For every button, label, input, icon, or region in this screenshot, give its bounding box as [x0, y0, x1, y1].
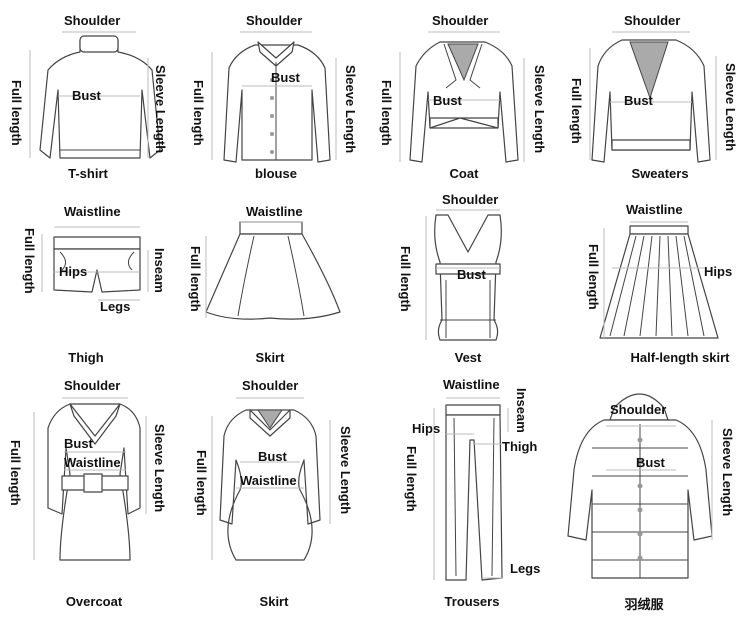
- sweaters-sleeve-length-label: Sleeve Length: [723, 63, 738, 152]
- overcoat-full-length-label: Full length: [8, 440, 23, 506]
- thigh-inseam-label: Inseam: [152, 248, 167, 293]
- halfskirt-drawing: [599, 225, 719, 339]
- tshirt-shoulder-label: Shoulder: [64, 13, 121, 28]
- down-sleeve-length-label: Sleeve Length: [720, 428, 735, 517]
- coat-sleeve-length-label: Sleeve Length: [532, 65, 547, 154]
- trousers-hips-label: Hips: [412, 421, 441, 436]
- trousers-name: Trousers: [444, 594, 500, 609]
- skirt1-waistline-label: Waistline: [246, 204, 303, 219]
- vest-full-length-label: Full length: [398, 246, 413, 312]
- thigh-name: Thigh: [68, 350, 104, 365]
- sweaters-full-length-label: Full length: [569, 78, 584, 144]
- coat-name: Coat: [449, 166, 479, 181]
- thigh-full-length-label: Full length: [22, 228, 37, 294]
- coat-bust-label: Bust: [433, 93, 462, 108]
- skirt1-name: Skirt: [255, 350, 285, 365]
- halfskirt-name: Half-length skirt: [630, 350, 730, 365]
- thigh-waistline-label: Waistline: [64, 204, 121, 219]
- thigh-hips-label: Hips: [59, 264, 88, 279]
- halfskirt-hips-label: Hips: [704, 264, 733, 279]
- halfskirt-full-length-label: Full length: [586, 244, 601, 310]
- vest-bust-label: Bust: [457, 267, 486, 282]
- sweaters-name: Sweaters: [631, 166, 689, 181]
- sweaters-drawing: [591, 39, 711, 163]
- skirt1-full-length-label: Full length: [188, 246, 203, 312]
- blouse-drawing: [223, 41, 331, 163]
- skirt2-full-length-label: Full length: [194, 450, 209, 516]
- vest-shoulder-label: Shoulder: [442, 192, 499, 207]
- skirt2-drawing: [219, 409, 321, 561]
- skirt2-bust-label: Bust: [258, 449, 287, 464]
- trousers-full-length-label: Full length: [404, 446, 419, 512]
- skirt2-sleeve-length-label: Sleeve Length: [338, 426, 353, 515]
- tshirt-name: T-shirt: [68, 166, 108, 181]
- blouse-shoulder-label: Shoulder: [246, 13, 303, 28]
- overcoat-drawing: [47, 403, 141, 561]
- trousers-inseam-label: Inseam: [514, 388, 529, 433]
- vest-drawing: [434, 214, 502, 341]
- blouse-sleeve-length-label: Sleeve Length: [343, 65, 358, 154]
- overcoat-shoulder-label: Shoulder: [64, 378, 121, 393]
- blouse-name: blouse: [255, 166, 297, 181]
- down-shoulder-label: Shoulder: [610, 402, 667, 417]
- tshirt-bust-label: Bust: [72, 88, 101, 103]
- coat-shoulder-label: Shoulder: [432, 13, 489, 28]
- skirt2-waistline-label: Waistline: [240, 473, 297, 488]
- overcoat-sleeve-length-label: Sleeve Length: [152, 424, 167, 513]
- blouse-bust-label: Bust: [271, 70, 300, 85]
- skirt1-drawing: [205, 221, 341, 320]
- overcoat-name: Overcoat: [65, 594, 123, 609]
- coat-full-length-label: Full length: [379, 80, 394, 146]
- down-drawing: [567, 393, 713, 579]
- tshirt-drawing: [39, 35, 161, 159]
- blouse-full-length-label: Full length: [191, 80, 206, 146]
- thigh-legs-label: Legs: [100, 299, 131, 314]
- halfskirt-waistline-label: Waistline: [626, 202, 683, 217]
- down-bust-label: Bust: [636, 455, 665, 470]
- skirt2-name: Skirt: [259, 594, 289, 609]
- overcoat-bust-label: Bust: [64, 436, 93, 451]
- trousers-waistline-label: Waistline: [443, 377, 500, 392]
- skirt2-shoulder-label: Shoulder: [242, 378, 299, 393]
- measure-lines: [29, 31, 717, 580]
- overcoat-waistline-label: Waistline: [64, 455, 121, 470]
- trousers-legs-label: Legs: [510, 561, 541, 576]
- down-name: 羽绒服: [624, 597, 664, 612]
- sweaters-bust-label: Bust: [624, 93, 653, 108]
- vest-name: Vest: [454, 350, 482, 365]
- tshirt-sleeve-length-label: Sleeve Length: [153, 65, 168, 154]
- sweaters-shoulder-label: Shoulder: [624, 13, 681, 28]
- thigh-drawing: [53, 236, 141, 293]
- trousers-drawing: [445, 404, 503, 581]
- coat-drawing: [409, 41, 519, 163]
- trousers-thigh-label: Thigh: [502, 439, 538, 454]
- tshirt-full-length-label: Full length: [9, 80, 24, 146]
